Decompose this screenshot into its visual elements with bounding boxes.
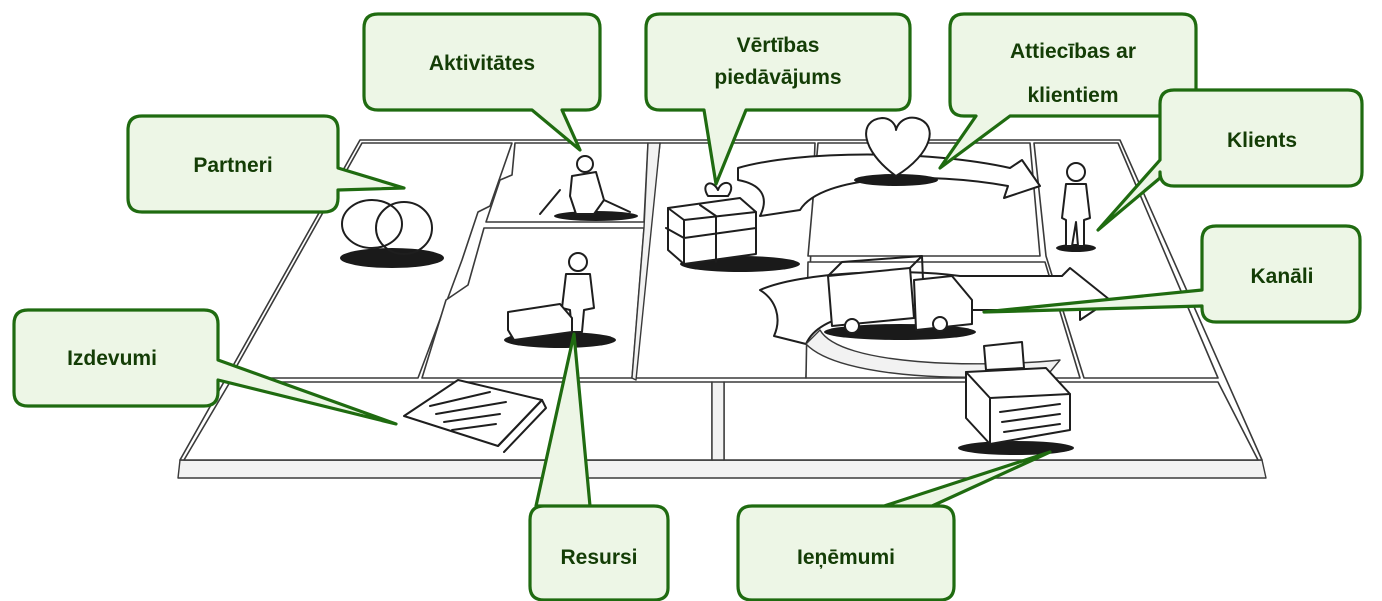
gift-box-icon (665, 181, 800, 272)
callout-ienemumi: Ieņēmumi (736, 450, 1052, 601)
cash-register-icon (958, 341, 1074, 455)
person-with-cart-icon (504, 252, 616, 348)
board-front-edge (177, 459, 1267, 479)
callout-aktivitates: Aktivitātes (362, 12, 602, 152)
person-standing-icon (1056, 162, 1096, 252)
callout-aktivitates-label: Aktivitātes (429, 52, 535, 75)
heart-icon (854, 116, 938, 186)
callout-resursi: Resursi (528, 332, 670, 601)
callout-ienemumi-label: Ieņēmumi (797, 546, 895, 569)
delivery-truck-icon (824, 255, 976, 340)
callout-izdevumi: Izdevumi (12, 308, 398, 426)
person-working-icon (539, 155, 638, 221)
callout-attiecibas: Attiecības ar klientiem (938, 12, 1198, 170)
callout-klients: Klients (1096, 88, 1364, 232)
board-divider (631, 142, 661, 381)
board-gap (711, 381, 725, 461)
document-icon (403, 379, 547, 453)
callout-attiecibas-label-1: Attiecības ar (1010, 40, 1136, 63)
callout-kanali-label: Kanāli (1250, 265, 1313, 288)
callout-klients-label: Klients (1227, 129, 1297, 152)
callout-attiecibas-label-2: klientiem (1027, 84, 1118, 107)
callout-partneri-label: Partneri (193, 154, 272, 177)
callout-vertibas-label-2: piedāvājums (714, 66, 841, 89)
interlocked-rings-icon (340, 199, 444, 268)
top-arrow (737, 153, 1041, 217)
callout-vertibas: Vērtības piedāvājums (644, 12, 912, 186)
callout-resursi-label: Resursi (560, 546, 637, 569)
callout-vertibas-label-1: Vērtības (737, 34, 820, 57)
callout-partneri: Partneri (126, 114, 406, 214)
callout-izdevumi-label: Izdevumi (67, 347, 157, 370)
callout-kanali: Kanāli (982, 224, 1362, 324)
